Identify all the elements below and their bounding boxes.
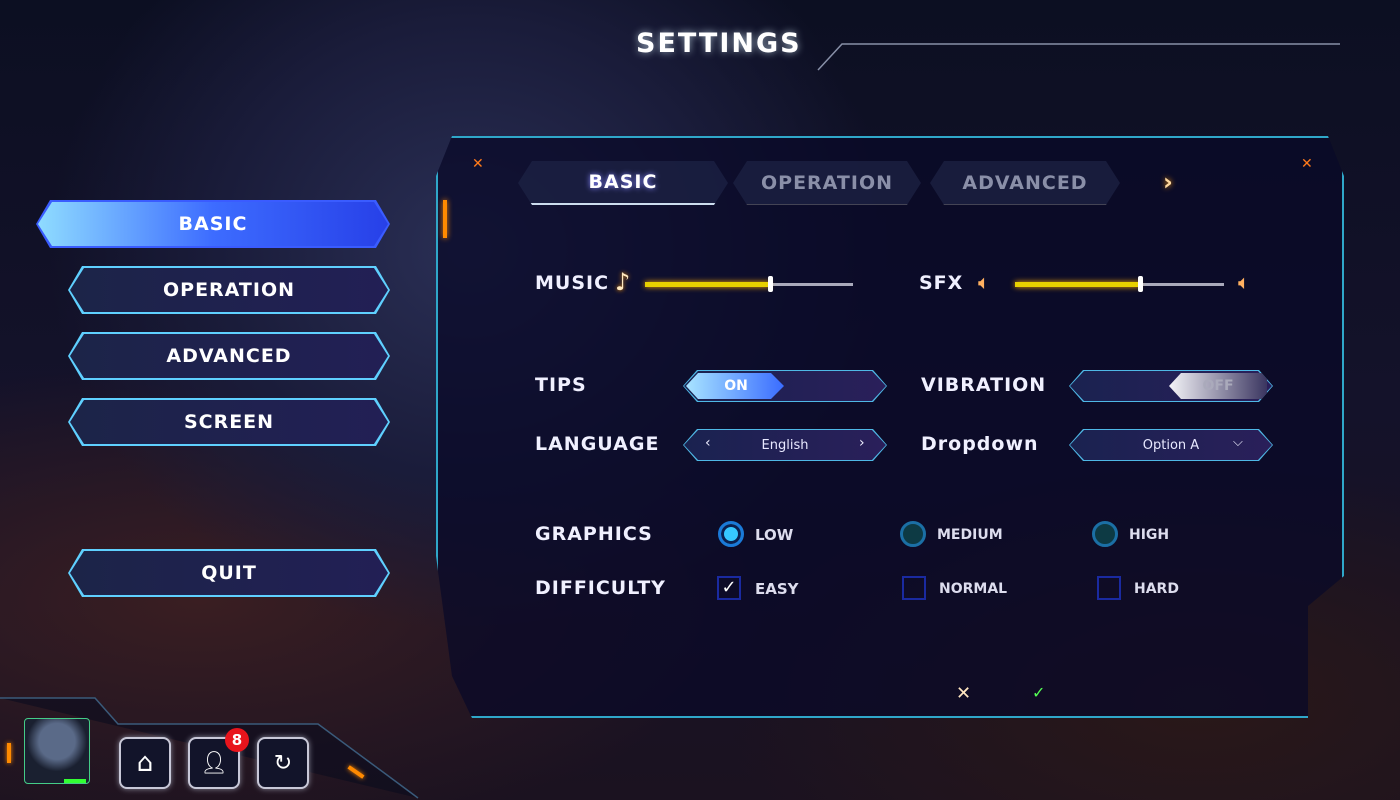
sfx-slider-fill [1015, 282, 1141, 287]
sidebar-item-screen[interactable]: SCREEN [68, 398, 390, 446]
music-slider-thumb[interactable] [767, 276, 773, 292]
graphics-label: GRAPHICS [535, 523, 653, 545]
sfx-label: SFX [919, 272, 964, 294]
chevron-right-icon[interactable]: › [859, 435, 865, 451]
music-slider-fill [645, 282, 770, 287]
tips-toggle-value: ON [724, 378, 748, 394]
profile-button[interactable]: 👤︎ [188, 737, 240, 789]
difficulty-label: DIFFICULTY [535, 577, 666, 599]
confirm-check-icon[interactable]: ✓ [1032, 683, 1046, 702]
tab-advanced[interactable]: ADVANCED [930, 161, 1120, 205]
language-value: English [761, 437, 809, 453]
sidebar-item-operation[interactable]: OPERATION [68, 266, 390, 314]
dropdown-value: Option A [1142, 437, 1200, 453]
corner-x-icon: ✕ [1301, 156, 1313, 172]
sidebar-item-advanced[interactable]: ADVANCED [68, 332, 390, 380]
speaker-mute-icon[interactable]: 🔈︎ [978, 270, 990, 294]
vibration-toggle[interactable]: OFF [1069, 370, 1273, 402]
person-icon: 👤︎ [200, 750, 228, 776]
speaker-max-icon[interactable]: 🔈︎ [1238, 270, 1250, 294]
tab-basic[interactable]: BASIC [518, 161, 728, 205]
avatar-status-bar [64, 779, 86, 783]
sidebar-item-basic[interactable]: BASIC [36, 200, 390, 248]
vibration-toggle-value: OFF [1202, 378, 1234, 394]
home-button[interactable]: ⌂ [119, 737, 171, 789]
tips-label: TIPS [535, 374, 587, 396]
language-label: LANGUAGE [535, 433, 660, 455]
music-slider[interactable] [645, 276, 853, 292]
tab-operation[interactable]: OPERATION [733, 161, 921, 205]
tips-toggle[interactable]: ON [683, 370, 887, 402]
settings-panel [436, 136, 1344, 718]
player-avatar[interactable] [24, 718, 90, 784]
chevron-left-icon[interactable]: ‹ [705, 435, 711, 451]
music-label: MUSIC [535, 272, 610, 294]
sfx-slider-thumb[interactable] [1138, 276, 1144, 292]
home-icon: ⌂ [136, 748, 154, 778]
refresh-button[interactable]: ↻ [257, 737, 309, 789]
bar-accent [7, 743, 11, 763]
vibration-label: VIBRATION [921, 374, 1047, 396]
graphics-radio-high[interactable] [1092, 521, 1118, 547]
difficulty-checkbox-hard[interactable] [1097, 576, 1121, 600]
difficulty-checkbox-easy[interactable]: ✓ [717, 576, 741, 600]
difficulty-checkbox-normal[interactable] [902, 576, 926, 600]
notification-badge: 8 [225, 728, 249, 752]
cancel-x-icon[interactable]: ✕ [956, 683, 972, 704]
difficulty-option-hard: HARD [1134, 581, 1179, 597]
graphics-option-low: LOW [755, 526, 794, 544]
graphics-radio-medium[interactable] [900, 521, 926, 547]
graphics-option-medium: MEDIUM [937, 527, 1003, 543]
chevron-down-icon: ⌵ [1233, 435, 1243, 450]
refresh-icon: ↻ [273, 750, 293, 776]
language-selector[interactable]: English ‹ › [683, 429, 887, 461]
difficulty-option-easy: EASY [755, 580, 799, 598]
dropdown-select[interactable]: Option A ⌵ [1069, 429, 1273, 461]
sfx-slider[interactable] [1015, 276, 1224, 292]
music-note-icon: ♪ [615, 268, 631, 296]
page-title: SETTINGS [636, 28, 802, 59]
dropdown-label: Dropdown [921, 433, 1039, 455]
corner-x-icon: ✕ [472, 156, 484, 172]
quit-button[interactable]: QUIT [68, 549, 390, 597]
panel-accent [443, 200, 447, 238]
header-frame-line [817, 43, 1340, 71]
difficulty-option-normal: NORMAL [939, 581, 1008, 597]
tab-next-chevron-icon[interactable]: › [1163, 168, 1173, 196]
graphics-radio-low[interactable] [718, 521, 744, 547]
graphics-option-high: HIGH [1129, 527, 1170, 543]
